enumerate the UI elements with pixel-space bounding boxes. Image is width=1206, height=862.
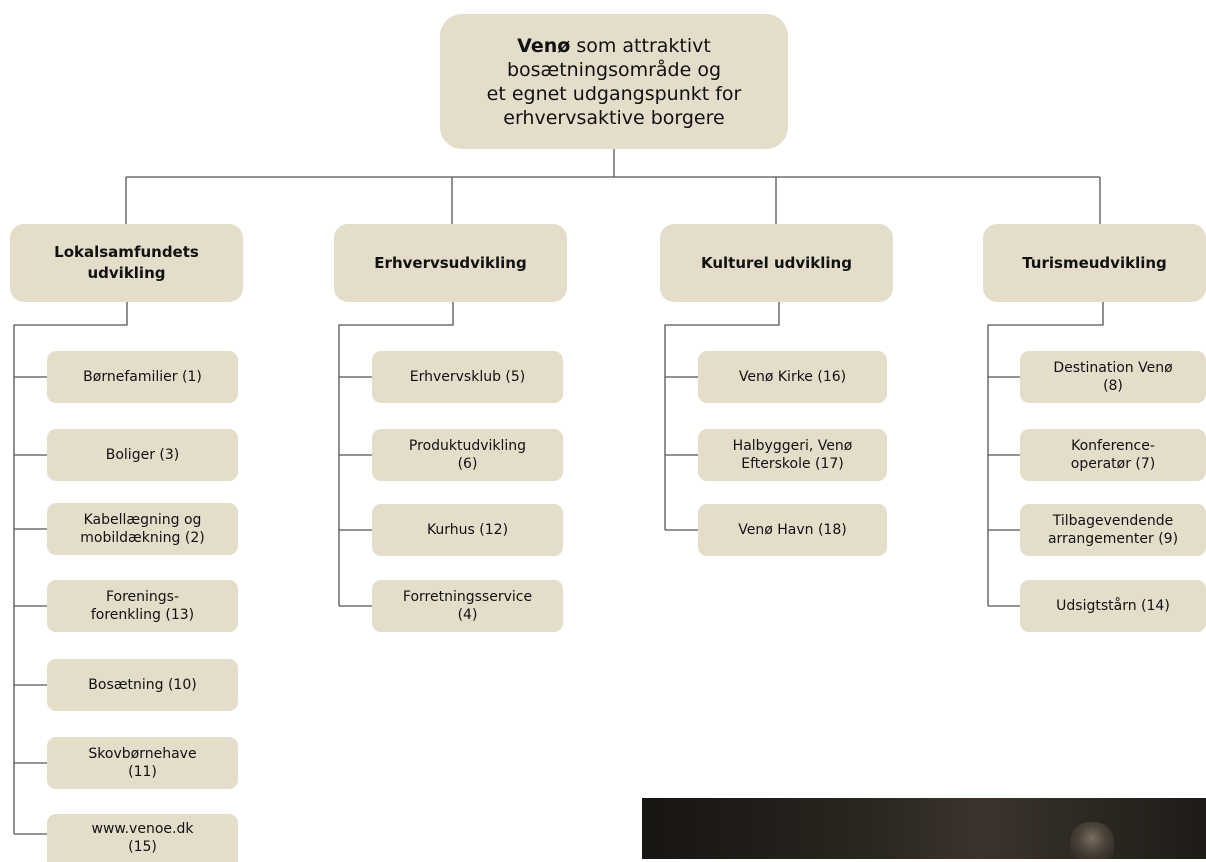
leaf-node: Forenings- forenkling (13): [47, 580, 238, 632]
leaf-label: Boliger (3): [105, 447, 180, 463]
leaf-node: Skovbørnehave (11): [47, 737, 238, 789]
leaf-label: Forretningsservice (4): [402, 589, 533, 623]
root-line-2: bosætningsområde og: [506, 58, 722, 81]
leaf-label: Destination Venø (8): [1053, 360, 1173, 394]
photo-subject: [1070, 822, 1114, 859]
leaf-node: Børnefamilier (1): [47, 351, 238, 403]
root-node: Venø som attraktivt bosætningsområde og …: [440, 14, 788, 149]
leaf-node: www.venoe.dk (15): [47, 814, 238, 862]
leaf-node: Venø Havn (18): [698, 504, 887, 556]
root-line-4: erhvervsaktive borgere: [503, 106, 725, 129]
leaf-node: Venø Kirke (16): [698, 351, 887, 403]
category-label: Erhvervsudvikling: [374, 253, 527, 272]
leaf-label: Venø Havn (18): [738, 522, 847, 538]
leaf-label: Kabellægning og mobildækning (2): [80, 512, 205, 546]
leaf-node: Udsigtstårn (14): [1020, 580, 1206, 632]
leaf-label: www.venoe.dk (15): [91, 821, 194, 855]
leaf-label: Erhvervsklub (5): [409, 369, 526, 385]
leaf-label: Kurhus (12): [426, 522, 509, 538]
leaf-node: Erhvervsklub (5): [372, 351, 563, 403]
leaf-label: Tilbagevendende arrangementer (9): [1047, 513, 1179, 547]
leaf-label: Produktudvikling (6): [408, 438, 527, 472]
category-label: Lokalsamfundets udvikling: [54, 243, 199, 282]
leaf-node: Kurhus (12): [372, 504, 563, 556]
leaf-label: Halbyggeri, Venø Efterskole (17): [732, 438, 853, 472]
leaf-label: Forenings- forenkling (13): [90, 589, 195, 623]
leaf-node: Halbyggeri, Venø Efterskole (17): [698, 429, 887, 481]
category-turisme: Turismeudvikling: [983, 224, 1206, 302]
leaf-node: Bosætning (10): [47, 659, 238, 711]
leaf-node: Konference- operatør (7): [1020, 429, 1206, 481]
category-label: Turismeudvikling: [1022, 253, 1167, 272]
root-line-1: som attraktivt: [576, 34, 711, 57]
leaf-node: Forretningsservice (4): [372, 580, 563, 632]
leaf-label: Konference- operatør (7): [1070, 438, 1156, 472]
category-label: Kulturel udvikling: [701, 253, 852, 272]
leaf-label: Skovbørnehave (11): [88, 746, 197, 780]
leaf-label: Bosætning (10): [88, 677, 197, 693]
leaf-label: Børnefamilier (1): [83, 369, 202, 385]
leaf-label: Venø Kirke (16): [738, 369, 847, 385]
root-line-3: et egnet udgangspunkt for: [486, 82, 742, 105]
category-erhverv: Erhvervsudvikling: [334, 224, 567, 302]
category-kultur: Kulturel udvikling: [660, 224, 893, 302]
leaf-node: Destination Venø (8): [1020, 351, 1206, 403]
category-lokalsamfund: Lokalsamfundets udvikling: [10, 224, 243, 302]
leaf-node: Tilbagevendende arrangementer (9): [1020, 504, 1206, 556]
leaf-node: Boliger (3): [47, 429, 238, 481]
root-title-bold: Venø: [517, 34, 571, 57]
photo-fragment: [642, 798, 1206, 859]
leaf-node: Kabellægning og mobildækning (2): [47, 503, 238, 555]
leaf-node: Produktudvikling (6): [372, 429, 563, 481]
leaf-label: Udsigtstårn (14): [1056, 598, 1170, 614]
